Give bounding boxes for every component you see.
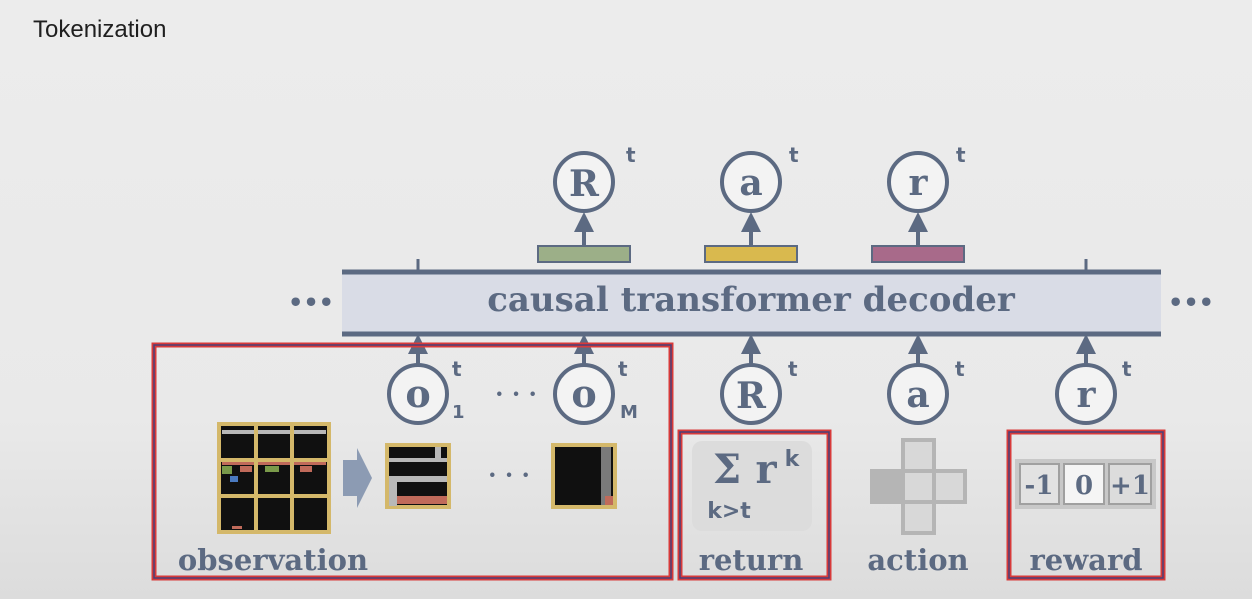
output-action-token: a t: [704, 143, 799, 263]
svg-text:1: 1: [452, 402, 465, 423]
output-action-sup: t: [789, 143, 799, 167]
patch-ellipsis: · · ·: [488, 460, 530, 489]
output-return-token: R t: [537, 143, 636, 263]
output-return-symbol: R: [569, 163, 600, 205]
input-reward: r t: [1055, 357, 1132, 425]
label-reward: reward: [1029, 543, 1142, 577]
svg-text:t: t: [955, 357, 965, 381]
game-frame-image: [217, 422, 331, 534]
svg-text:r: r: [755, 446, 777, 493]
tokenize-arrow-icon: [343, 448, 372, 508]
svg-text:t: t: [618, 357, 628, 381]
output-reward-sup: t: [956, 143, 966, 167]
svg-text:o: o: [571, 371, 596, 416]
svg-text:t: t: [788, 357, 798, 381]
svg-text:r: r: [1077, 374, 1097, 416]
reward-value-pos: +1: [1110, 471, 1150, 501]
output-return-sup: t: [626, 143, 636, 167]
output-reward-token: r t: [871, 143, 966, 263]
return-formula: Σ r k k>t: [692, 441, 812, 531]
input-obs-1: o t 1: [387, 357, 465, 425]
svg-text:k: k: [785, 447, 801, 472]
svg-text:a: a: [906, 374, 929, 416]
slide-title: Tokenization: [33, 16, 167, 43]
reward-values: -1 0 +1: [1015, 459, 1156, 509]
svg-text:t: t: [1122, 357, 1132, 381]
patch-last: [551, 443, 617, 509]
input-action: a t: [887, 357, 965, 425]
input-return: R t: [720, 357, 798, 425]
patch-first: [385, 443, 451, 509]
label-observation: observation: [178, 543, 368, 577]
reward-value-neg: -1: [1025, 471, 1054, 501]
output-action-symbol: a: [739, 162, 762, 204]
label-return: return: [699, 543, 804, 577]
ellipsis-left: •••: [288, 288, 334, 317]
input-obs-m: o t M: [553, 357, 638, 425]
output-reward-symbol: r: [909, 162, 929, 204]
decoder-block: causal transformer decoder: [342, 259, 1161, 337]
svg-text:o: o: [405, 371, 430, 416]
dpad-icon: [870, 438, 967, 535]
svg-text:t: t: [452, 357, 462, 381]
decoder-label: causal transformer decoder: [487, 280, 1016, 320]
input-ellipsis: · · ·: [495, 379, 537, 408]
reward-value-zero: 0: [1075, 471, 1093, 501]
svg-text:R: R: [736, 375, 767, 417]
svg-text:k>t: k>t: [707, 499, 751, 524]
svg-text:M: M: [620, 402, 638, 423]
ellipsis-right: •••: [1168, 288, 1214, 317]
label-action: action: [867, 543, 968, 577]
svg-text:Σ: Σ: [713, 446, 741, 493]
